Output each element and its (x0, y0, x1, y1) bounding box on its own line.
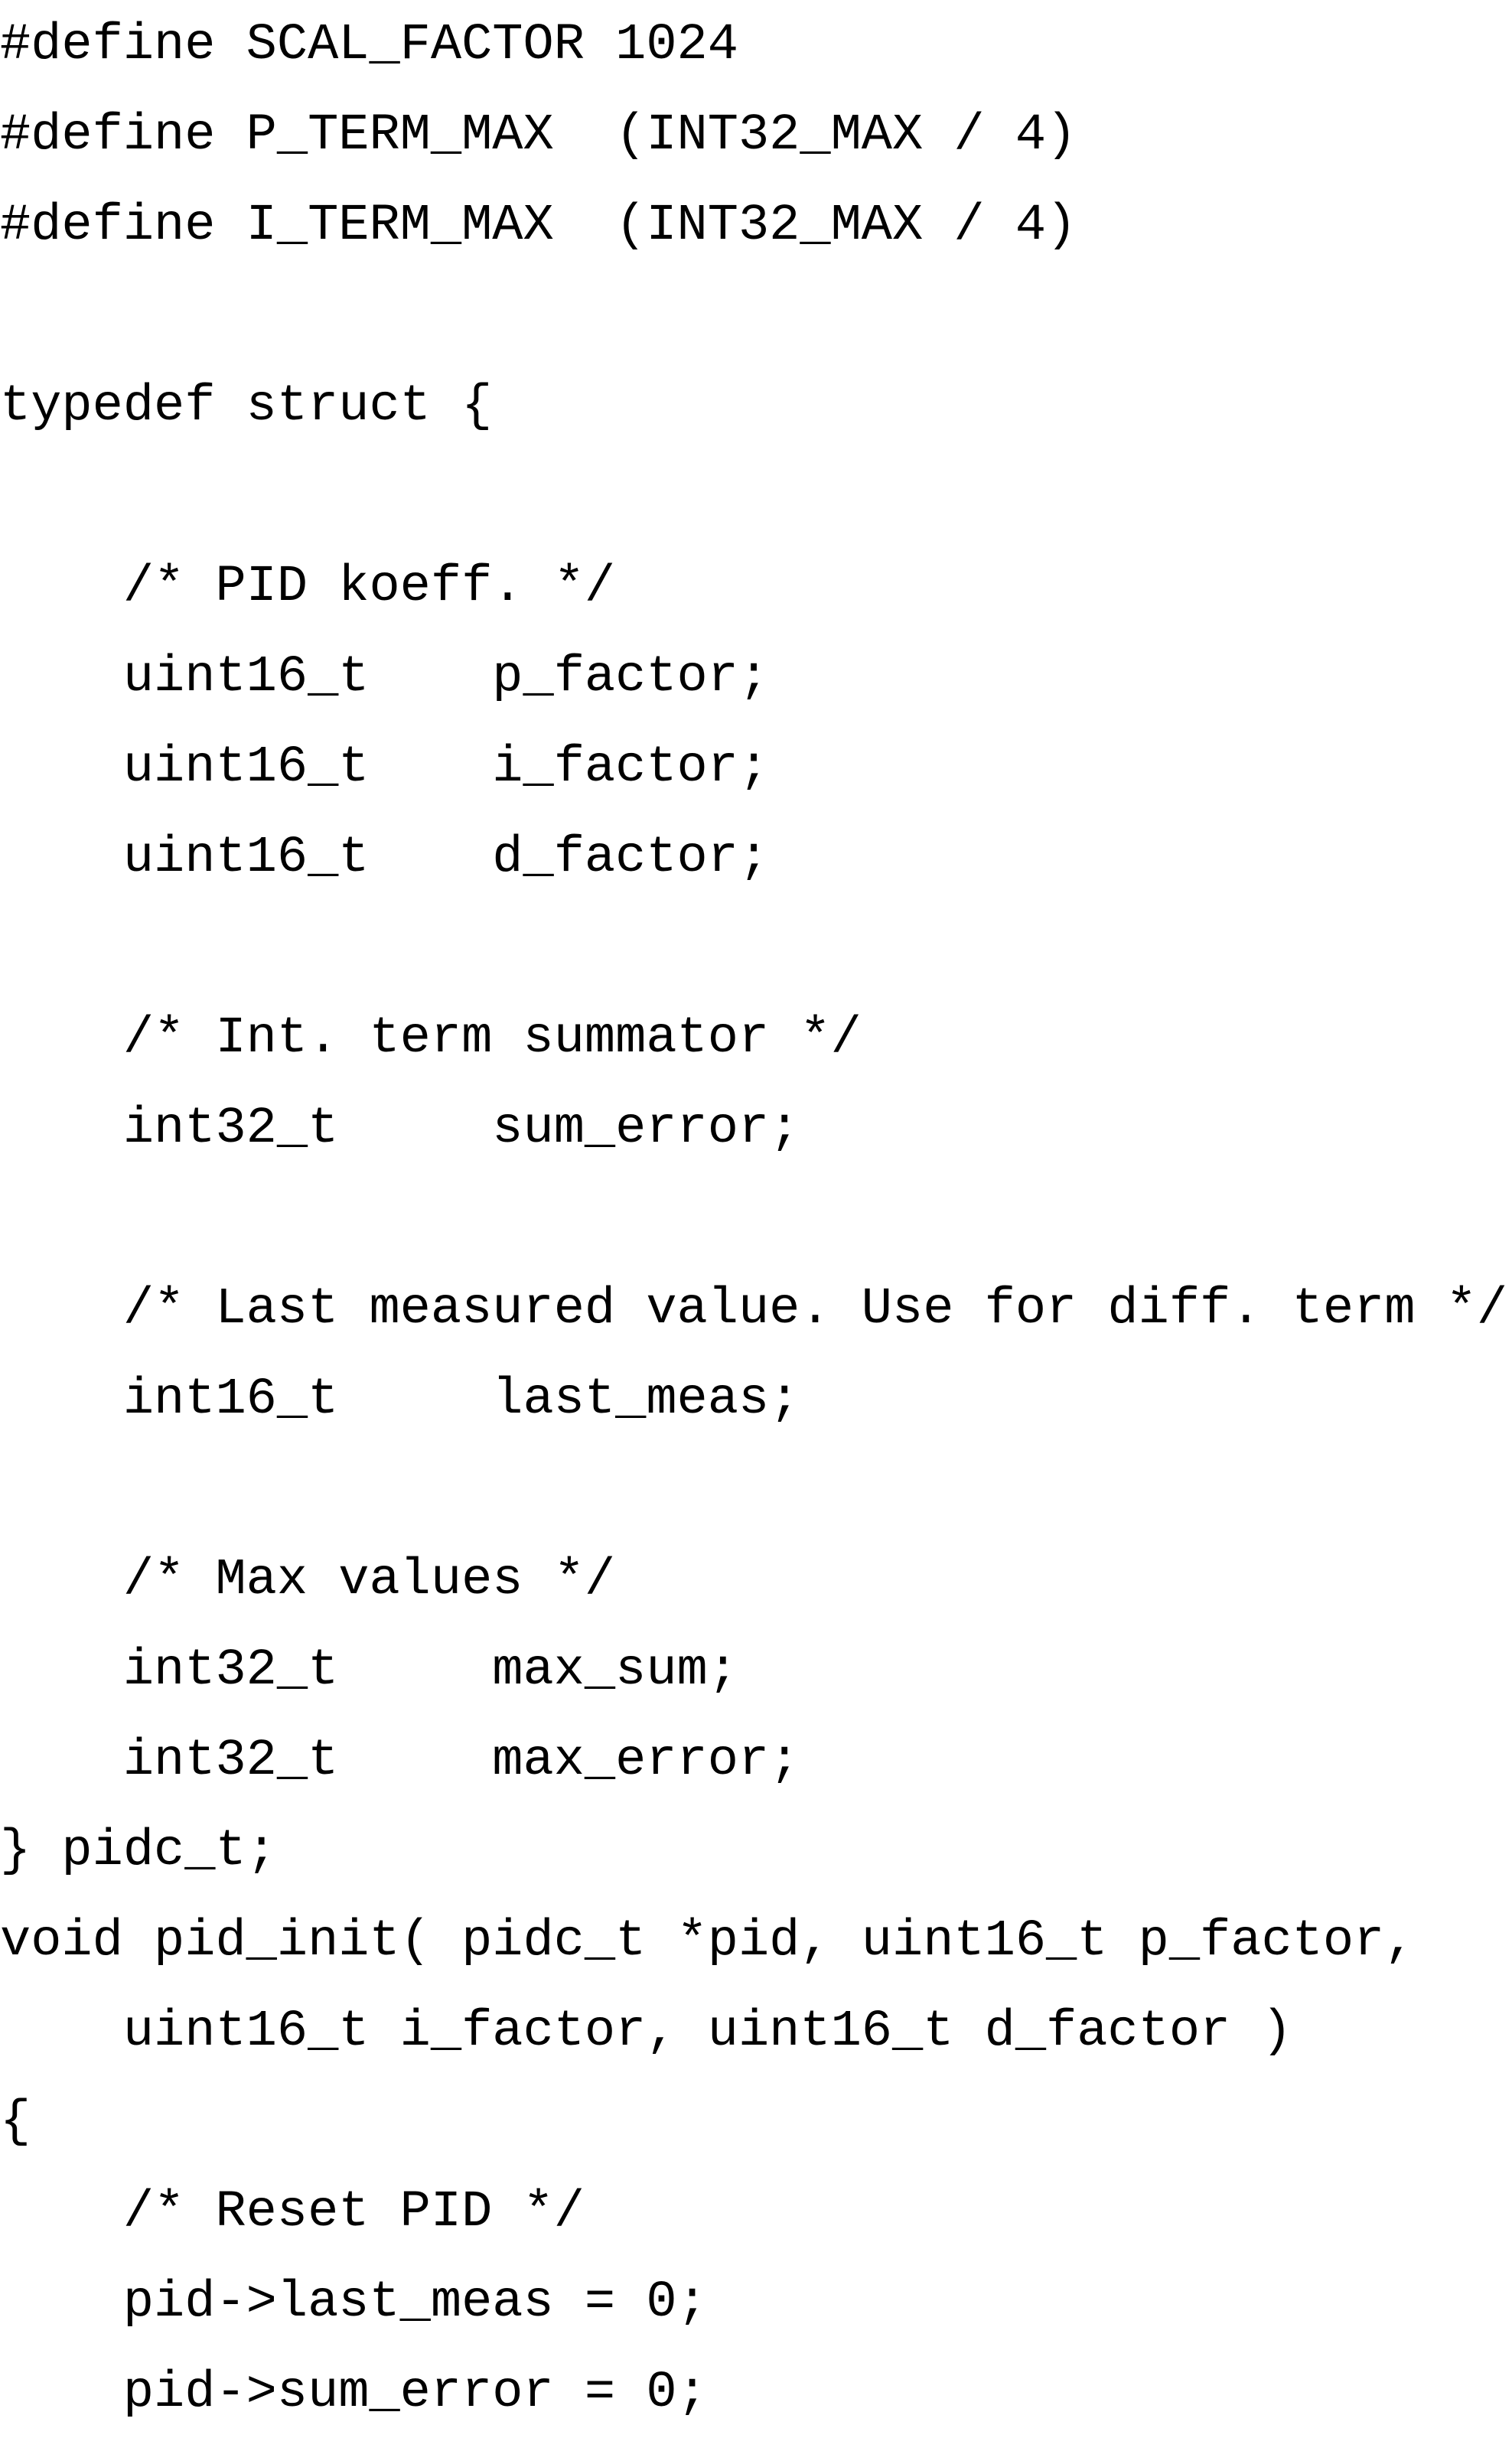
code-line-reset-last-meas: pid->last_meas = 0; (0, 2273, 708, 2332)
code-line-blank (0, 1445, 1512, 1535)
code-line-define-p-term-max: #define P_TERM_MAX (INT32_MAX / 4) (0, 106, 1077, 165)
code-line-pid-init-params: uint16_t i_factor, uint16_t d_factor ) (0, 2003, 1292, 2061)
code-line-i-factor: uint16_t i_factor; (0, 738, 770, 797)
code-line-comment-reset-pid: /* Reset PID */ (0, 2183, 585, 2241)
code-line-typedef-struct: typedef struct { (0, 377, 493, 435)
code-line-comment-max-values: /* Max values */ (0, 1551, 616, 1609)
code-line-struct-end: } pidc_t; (0, 1822, 277, 1880)
code-line-blank (0, 1174, 1512, 1264)
code-line-max-error: int32_t max_error; (0, 1732, 800, 1790)
code-line-comment-pid-koeff: /* PID koeff. */ (0, 558, 616, 616)
code-line-pid-init-signature: void pid_init( pidc_t *pid, uint16_t p_f… (0, 1912, 1416, 1970)
code-line-p-factor: uint16_t p_factor; (0, 648, 770, 706)
code-line-sum-error: int32_t sum_error; (0, 1100, 800, 1158)
code-line-comment-last-measured: /* Last measured value. Use for diff. te… (0, 1280, 1508, 1338)
code-line-last-meas: int16_t last_meas; (0, 1371, 800, 1429)
code-line-blank (0, 451, 1512, 542)
code-line-define-scal-factor: #define SCAL_FACTOR 1024 (0, 16, 738, 74)
code-line-blank (0, 271, 1512, 361)
code-line-blank (0, 903, 1512, 993)
code-line-d-factor: uint16_t d_factor; (0, 829, 770, 887)
code-line-open-brace: { (0, 2093, 31, 2151)
code-line-comment-int-term: /* Int. term summator */ (0, 1009, 862, 1067)
code-line-reset-sum-error: pid->sum_error = 0; (0, 2364, 708, 2422)
code-line-max-sum: int32_t max_sum; (0, 1641, 738, 1700)
code-line-define-i-term-max: #define I_TERM_MAX (INT32_MAX / 4) (0, 197, 1077, 255)
